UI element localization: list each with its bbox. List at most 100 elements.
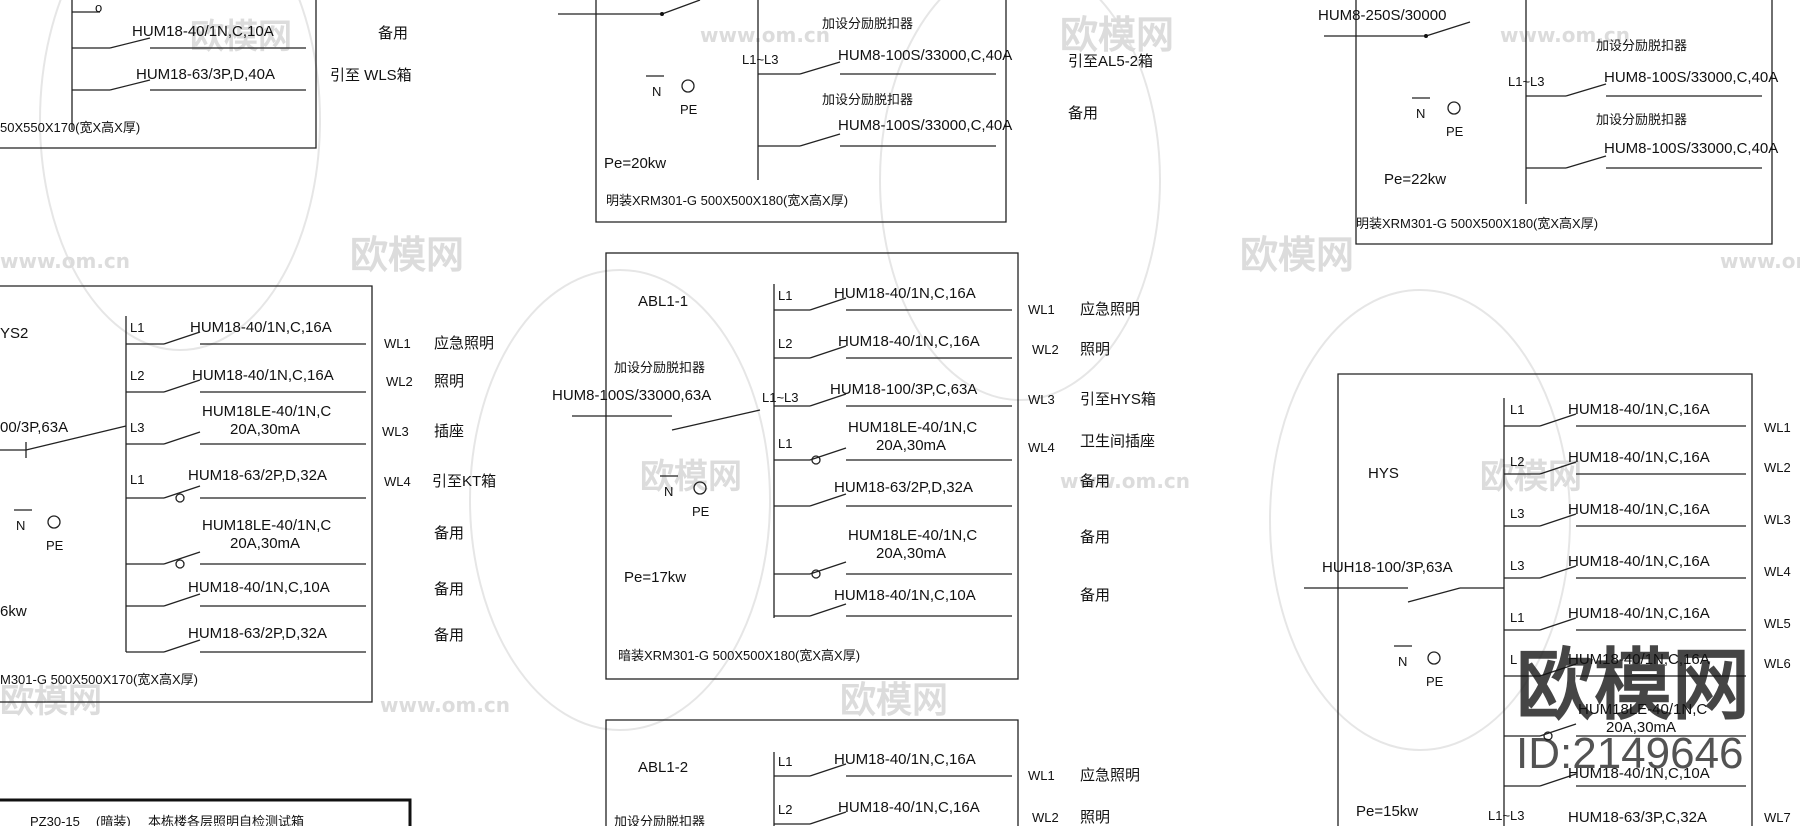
pe-label: PE xyxy=(1446,124,1464,139)
svg-text:HUM18LE-40/1N,C: HUM18LE-40/1N,C xyxy=(1578,701,1707,718)
feeder-row: HUM18-63/2P,D,32A 备用 xyxy=(126,625,464,653)
svg-text:备用: 备用 xyxy=(434,525,464,542)
svg-text:HUM18-63/2P,D,32A: HUM18-63/2P,D,32A xyxy=(188,625,327,642)
rcd-mark xyxy=(811,455,821,465)
watermark-site: www.om.cn xyxy=(700,23,830,47)
power-label: 6kw xyxy=(0,603,27,620)
svg-text:HUM18-40/1N,C,16A: HUM18-40/1N,C,16A xyxy=(190,319,332,336)
feeder-row: HUM18-40/1N,C,10A 备用 xyxy=(774,587,1110,617)
svg-text:HUM18-40/1N,C,10A: HUM18-40/1N,C,10A xyxy=(188,579,330,596)
neutral-label: N xyxy=(664,484,673,499)
svg-text:卫生间插座: 卫生间插座 xyxy=(1080,433,1155,450)
feeder-row: L3 HUM18-40/1N,C,16A WL3 xyxy=(1504,501,1791,527)
feeder-row: HUM18LE-40/1N,C 20A,30mA 备用 xyxy=(126,517,464,569)
svg-text:WL1: WL1 xyxy=(1028,302,1055,317)
incoming-label: HUM8-250S/30000 xyxy=(1318,7,1446,24)
svg-text:备用: 备用 xyxy=(434,581,464,598)
svg-text:L1: L1 xyxy=(778,288,792,303)
watermark-brand: 欧模网 xyxy=(350,233,464,277)
watermark-id: ID:2149646 xyxy=(1516,729,1744,778)
svg-text:L2: L2 xyxy=(1510,454,1524,469)
feeder-row: L1 HUM18-63/2P,D,32A WL4 引至KT箱 xyxy=(126,467,496,503)
feeder-row: HUM18-40/1N,C,10A xyxy=(1504,765,1746,787)
svg-text:HUM18-40/1N,C,10A: HUM18-40/1N,C,10A xyxy=(834,587,976,604)
panel-abl1-2: ABL1-2 加设分励脱扣器 L1 HUM18-40/1N,C,16A WL1 … xyxy=(605,719,1140,826)
svg-text:WL3: WL3 xyxy=(1764,512,1791,527)
svg-text:WL3: WL3 xyxy=(382,424,409,439)
note-label: 加设分励脱扣器 xyxy=(822,16,913,31)
svg-text:WL2: WL2 xyxy=(1764,460,1791,475)
svg-text:HUM18-63/2P,D,32A: HUM18-63/2P,D,32A xyxy=(188,467,327,484)
svg-text:WL4: WL4 xyxy=(1028,440,1055,455)
ground-icon xyxy=(681,79,695,93)
switch-dot xyxy=(660,12,664,16)
svg-text:备用: 备用 xyxy=(1080,587,1110,604)
watermark-brand: 欧模网 xyxy=(1240,233,1354,277)
svg-text:WL3: WL3 xyxy=(1028,392,1055,407)
svg-text:WL6: WL6 xyxy=(1764,656,1791,671)
svg-text:HUM18-40/1N,C,10A: HUM18-40/1N,C,10A xyxy=(1568,765,1710,782)
svg-text:WL4: WL4 xyxy=(384,474,411,489)
breaker-label: HUM8-100S/33000,C,40A xyxy=(1604,140,1778,157)
switch-dot xyxy=(1424,34,1428,38)
watermark-site: www.om.cn xyxy=(1500,23,1630,47)
svg-text:20A,30mA: 20A,30mA xyxy=(876,437,946,454)
feeder-row: L1 HUM18-40/1N,C,16A WL1 应急照明 xyxy=(774,751,1140,784)
svg-text:WL7: WL7 xyxy=(1764,810,1791,825)
feeder-row: L3 HUM18LE-40/1N,C 20A,30mA WL3 插座 xyxy=(126,403,464,445)
rcd-mark xyxy=(175,559,185,569)
neutral-label: N xyxy=(1416,106,1425,121)
ground-icon xyxy=(693,481,707,495)
feeder-row: L2 HUM18-40/1N,C,16A WL2 照明 xyxy=(774,799,1110,826)
breaker-label: HUM8-100S/33000,C,40A xyxy=(1604,69,1778,86)
svg-text:L1: L1 xyxy=(778,436,792,451)
feeder-row: L3 HUM18-40/1N,C,16A WL4 xyxy=(1504,553,1791,579)
feeder-row: HUM18-63/2P,D,32A 备用 xyxy=(774,473,1110,507)
svg-text:应急照明: 应急照明 xyxy=(434,334,494,352)
svg-text:L1: L1 xyxy=(1510,402,1524,417)
title-block: PZ30-15 (暗装) 本栋楼各层照明自检测试箱 xyxy=(0,798,412,826)
watermark-site: www.om.cn xyxy=(1720,249,1800,273)
feeder-row: L2 HUM18-40/1N,C,16A WL2 照明 xyxy=(774,333,1110,359)
power-label: Pe=22kw xyxy=(1384,171,1446,188)
phase-label: L1~L3 xyxy=(1508,74,1545,89)
breaker-label: HUM8-100S/33000,C,40A xyxy=(838,117,1012,134)
note-label: 加设分励脱扣器 xyxy=(1596,112,1687,127)
panel-top-left: o HUM18-40/1N,C,10A HUM18-63/3P,D,40A 备用… xyxy=(0,0,412,149)
pe-label: PE xyxy=(692,504,710,519)
ground-icon xyxy=(47,515,61,529)
watermark-site: www.om.cn xyxy=(0,249,130,273)
svg-text:引至KT箱: 引至KT箱 xyxy=(432,473,496,490)
svg-text:HUM18LE-40/1N,C: HUM18LE-40/1N,C xyxy=(848,419,977,436)
panel-top-right: HUM8-250S/30000 加设分励脱扣器 L1~L3 HUM8-100S/… xyxy=(1318,0,1778,245)
phase-label: L1~L3 xyxy=(1488,808,1525,823)
feeder-row: HUM18-100/3P,C,63A WL3 引至HYS箱 xyxy=(774,381,1156,408)
svg-text:应急照明: 应急照明 xyxy=(1080,300,1140,318)
watermark-brand: 欧模网 xyxy=(840,680,948,721)
svg-text:HUM18-40/1N,C,16A: HUM18-40/1N,C,16A xyxy=(834,751,976,768)
svg-text:L1: L1 xyxy=(778,754,792,769)
watermark-site: www.om.cn xyxy=(380,693,510,717)
cabinet-spec: 明装XRM301-G 500X500X180(宽X高X厚) xyxy=(606,193,848,208)
svg-text:L1: L1 xyxy=(130,320,144,335)
breaker-label: HUM18-40/1N,C,10A xyxy=(132,23,274,40)
ground-icon xyxy=(1427,651,1441,665)
svg-text:备用: 备用 xyxy=(1080,529,1110,546)
svg-text:HUM18-40/1N,C,16A: HUM18-40/1N,C,16A xyxy=(1568,501,1710,518)
rcd-mark xyxy=(1543,731,1553,741)
panel-top-center: 加设分励脱扣器 L1~L3 HUM8-100S/33000,C,40A 加设分励… xyxy=(558,0,1153,223)
svg-text:L1: L1 xyxy=(1510,610,1524,625)
panel-abl1-1: ABL1-1 加设分励脱扣器 HUM8-100S/33000,63A L1~L3… xyxy=(552,252,1156,680)
watermark-layer: 欧模网 欧模网 欧模网 欧模网 欧模网 欧模网 欧模网 欧模网 www.om.c… xyxy=(0,0,1800,751)
note-label: 加设分励脱扣器 xyxy=(614,814,705,826)
incoming-label: 00/3P,63A xyxy=(0,419,68,436)
phase-label: L1~L3 xyxy=(742,52,779,67)
feeder-row: L1 HUM18LE-40/1N,C 20A,30mA WL4 卫生间插座 xyxy=(774,419,1155,465)
svg-text:HUM18-40/1N,C,16A: HUM18-40/1N,C,16A xyxy=(834,285,976,302)
svg-text:WL4: WL4 xyxy=(1764,564,1791,579)
feeder-row: HUM18LE-40/1N,C 20A,30mA xyxy=(1504,701,1746,741)
svg-text:HUM18-40/1N,C,16A: HUM18-40/1N,C,16A xyxy=(1568,605,1710,622)
rcd-mark xyxy=(811,569,821,579)
svg-text:照明: 照明 xyxy=(1080,809,1110,826)
